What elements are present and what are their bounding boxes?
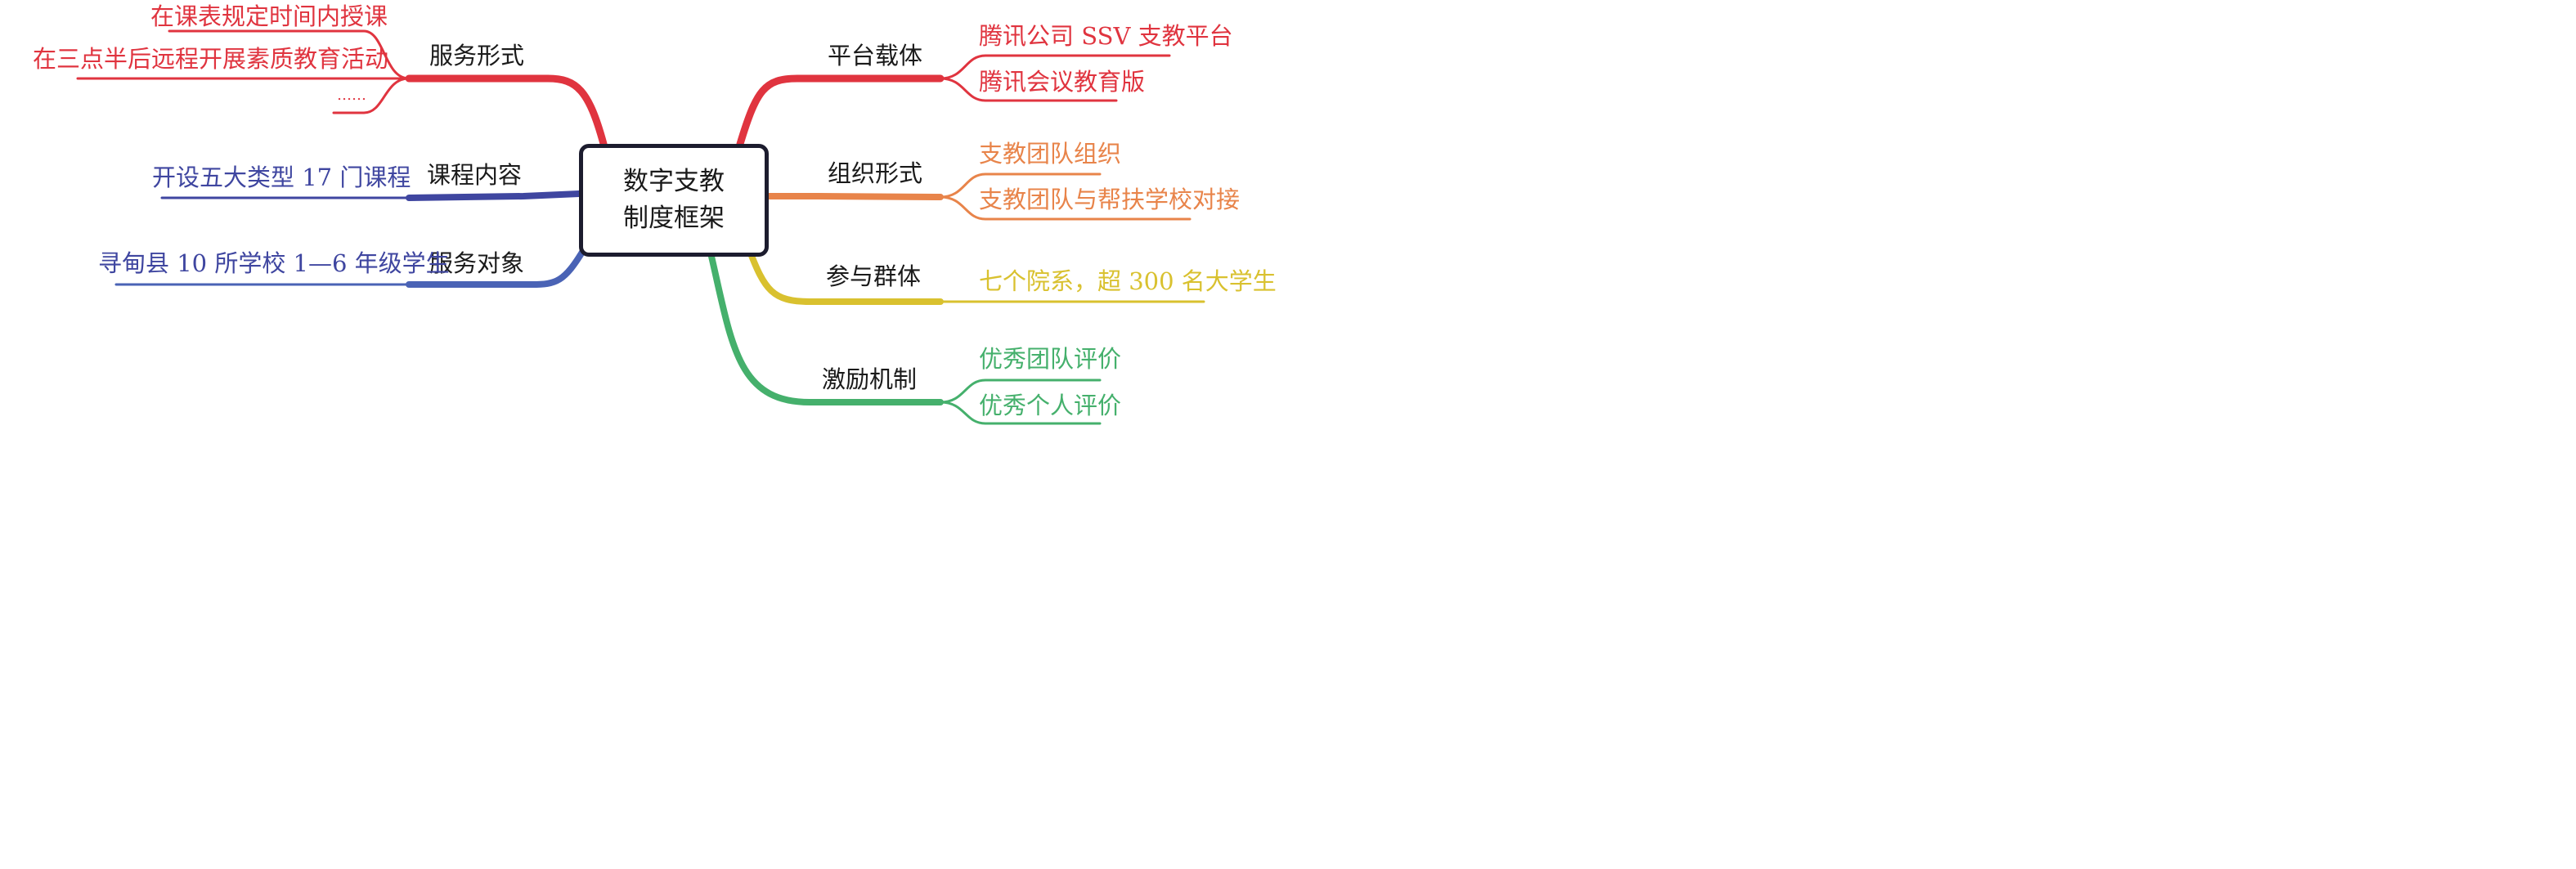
topic-service-form[interactable]: 服务形式 — [429, 42, 525, 69]
subtopic[interactable]: 腾讯公司 SSV 支教平台 — [979, 22, 1233, 50]
topic-service-target[interactable]: 服务对象 — [429, 249, 525, 277]
subtopic[interactable]: 支教团队与帮扶学校对接 — [979, 186, 1241, 213]
branch-organization — [759, 172, 1192, 221]
subtopic[interactable]: 腾讯会议教育版 — [979, 68, 1146, 96]
branch-service-target — [114, 246, 587, 288]
subtopic[interactable]: 优秀个人评价 — [979, 392, 1122, 419]
branch-incentive — [707, 246, 1102, 425]
subtopic[interactable]: 七个院系，超 300 名大学生 — [979, 267, 1277, 295]
branch-course-content — [160, 190, 582, 201]
subtopic[interactable]: 开设五大类型 17 门课程 — [152, 163, 411, 191]
branch-platform — [736, 54, 1171, 148]
central-topic[interactable]: 数字支教 制度框架 — [579, 144, 769, 257]
topic-incentive[interactable]: 激励机制 — [822, 365, 918, 393]
branch-participants — [746, 246, 1205, 305]
subtopic[interactable]: 优秀团队评价 — [979, 345, 1122, 373]
subtopic[interactable]: 在三点半后远程开展素质教育活动 — [33, 45, 389, 73]
central-topic-line2: 制度框架 — [623, 204, 725, 233]
subtopic[interactable]: 在课表规定时间内授课 — [150, 2, 388, 30]
subtopic-ellipsis[interactable]: …… — [337, 87, 366, 104]
topic-participants[interactable]: 参与群体 — [826, 262, 922, 290]
subtopic[interactable]: 支教团队组织 — [979, 140, 1122, 168]
topic-course-content[interactable]: 课程内容 — [427, 161, 523, 189]
topic-organization[interactable]: 组织形式 — [828, 159, 923, 187]
branch-service-form — [76, 29, 608, 148]
central-topic-line1: 数字支教 — [623, 167, 725, 197]
topic-platform[interactable]: 平台载体 — [828, 42, 923, 69]
subtopic[interactable]: 寻甸县 10 所学校 1—6 年级学生 — [98, 249, 450, 277]
